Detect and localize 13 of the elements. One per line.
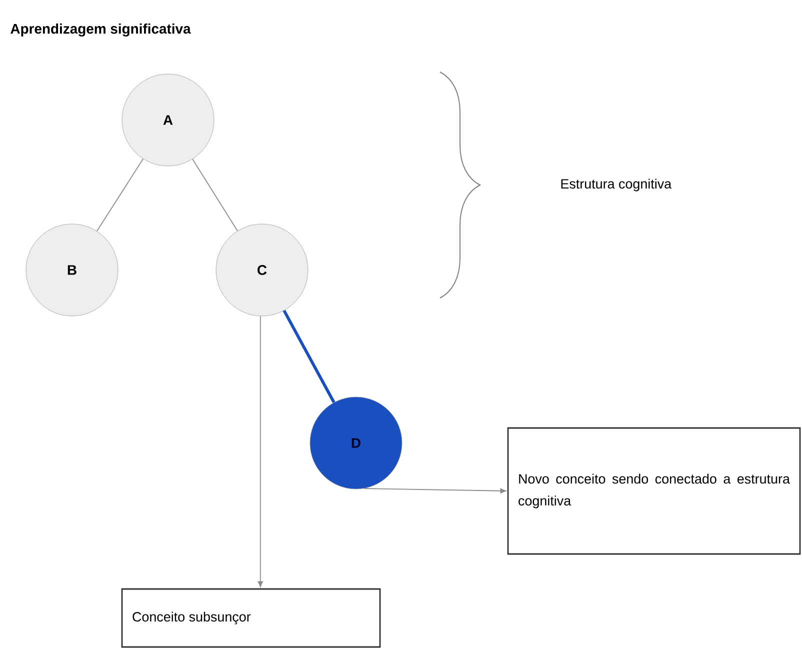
circle-node: A: [122, 74, 214, 166]
connector-line: [282, 310, 336, 404]
circle-node: D: [310, 396, 402, 490]
circle-node: B: [26, 224, 118, 316]
connector-line: [96, 158, 144, 232]
bracket-label: Estrutura cognitiva: [561, 178, 672, 192]
connector-line: [192, 158, 238, 232]
circle-node: C: [216, 224, 308, 316]
arrow: [258, 316, 263, 588]
arrow: [364, 488, 506, 494]
text-box: Conceito subsunçor: [121, 588, 381, 648]
title: Aprendizagem significativa: [10, 23, 191, 37]
text-box: Novo conceito sendo conectado a estrutura cognitiva: [507, 427, 801, 555]
